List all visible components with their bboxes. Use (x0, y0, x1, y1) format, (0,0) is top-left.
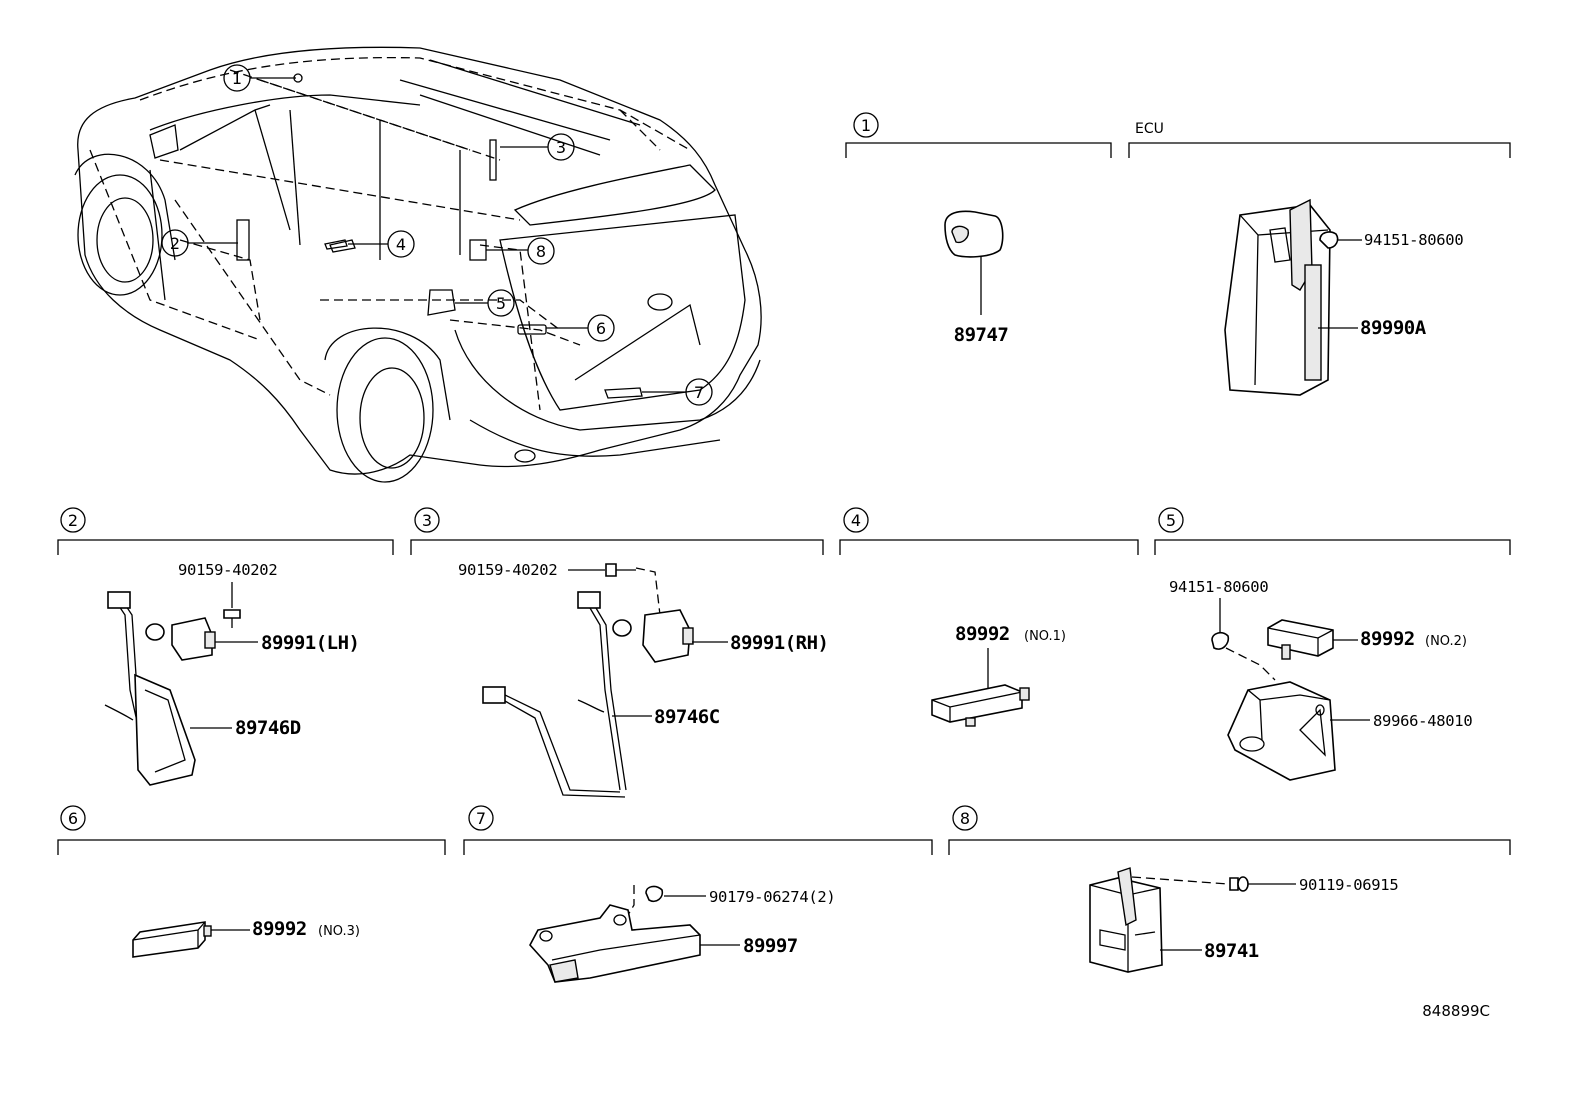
part-number-89991-rh: 89991(RH) (730, 632, 828, 654)
screw-90159-40202-lh (223, 582, 241, 628)
section-6-index: 6 (68, 809, 78, 828)
part-number-89997: 89997 (743, 935, 798, 957)
part-number-89741: 89741 (1204, 940, 1259, 962)
ecu-89990A (1224, 198, 1358, 396)
nut-90179-06274 (627, 885, 706, 916)
vehicle-callout-3: 3 (547, 133, 575, 161)
harness-89746C (482, 591, 652, 798)
section-4: 4 89992 (NO.1) (839, 507, 1139, 727)
section-2-index: 2 (68, 511, 78, 530)
part-number-90159-40202-lh: 90159-40202 (178, 561, 277, 579)
part-number-90119-06915: 90119-06915 (1299, 876, 1398, 894)
part-number-90159-40202-rh: 90159-40202 (458, 561, 557, 579)
section-8-index: 8 (960, 809, 970, 828)
part-number-94151-80600-ecu: 94151-80600 (1364, 231, 1463, 249)
nut-94151-80600-ecu (1319, 231, 1362, 249)
note-no2: (NO.2) (1425, 634, 1467, 649)
part-number-89992-no1: 89992 (955, 623, 1010, 645)
part-number-89966-48010: 89966-48010 (1373, 712, 1472, 730)
svg-text:8: 8 (536, 242, 546, 261)
part-number-94151-80600-s5: 94151-80600 (1169, 578, 1268, 596)
section-1: 1 89747 (845, 112, 1112, 346)
part-number-89992-no3: 89992 (252, 918, 307, 940)
oscillator-89991-rh (642, 609, 728, 663)
svg-text:5: 5 (496, 294, 506, 313)
part-number-89990A: 89990A (1360, 317, 1427, 339)
oscillator-89992-no3 (132, 921, 250, 958)
nut-94151-80600-s5 (1211, 598, 1276, 681)
bracket-89966-48010 (1227, 681, 1370, 781)
part-number-89746C: 89746C (654, 706, 720, 728)
ecu-title: ECU (1135, 121, 1164, 137)
part-number-89991-lh: 89991(LH) (261, 632, 359, 654)
oscillator-89997 (529, 904, 740, 983)
receiver-89741 (1089, 867, 1202, 973)
section-5-index: 5 (1166, 511, 1176, 530)
section-6: 6 89992 (NO.3) (57, 805, 446, 958)
svg-text:1: 1 (232, 69, 242, 88)
section-7-index: 7 (476, 809, 486, 828)
screw-90159-40202-rh (568, 563, 661, 616)
section-2: 2 90159-40202 89991(LH) 89746D (57, 507, 394, 786)
note-no3: (NO.3) (318, 924, 360, 939)
vehicle-callout-7: 7 (685, 378, 713, 406)
vehicle-callout-4: 4 (387, 230, 415, 258)
section-ecu: ECU 94151-80600 89990A (1128, 121, 1511, 396)
vehicle-callout-6: 6 (587, 314, 615, 342)
screw-90119-06915 (1131, 876, 1296, 892)
section-3: 3 90159-40202 89991(RH) 89746C (410, 507, 829, 798)
part-number-89992-no2: 89992 (1360, 628, 1415, 650)
oscillator-89992-no1 (931, 648, 1030, 727)
harness-89746D (104, 591, 232, 786)
section-8: 8 90119-06915 89741 (948, 805, 1511, 973)
drawing-number: 848899C (1422, 1002, 1490, 1020)
part-number-90179-06274: 90179-06274(2) (709, 888, 835, 906)
part-number-89747: 89747 (954, 324, 1009, 346)
vehicle-illustration: 1 2 3 4 5 6 7 8 (74, 46, 762, 483)
svg-text:7: 7 (694, 383, 704, 402)
vehicle-callout-2: 2 (161, 229, 189, 257)
section-4-index: 4 (851, 511, 861, 530)
vehicle-callout-1: 1 (223, 64, 251, 92)
part-number-89746D: 89746D (235, 717, 301, 739)
oscillator-89992-no2 (1267, 619, 1358, 660)
section-7: 7 90179-06274(2) 89997 (463, 805, 933, 983)
svg-text:2: 2 (170, 234, 180, 253)
vehicle-callout-5: 5 (487, 289, 515, 317)
sensor-89747 (944, 210, 1004, 315)
svg-text:4: 4 (396, 235, 406, 254)
vehicle-callout-8: 8 (527, 237, 555, 265)
oscillator-89991-lh (171, 617, 258, 661)
svg-text:6: 6 (596, 319, 606, 338)
svg-text:3: 3 (556, 138, 566, 157)
note-no1: (NO.1) (1024, 629, 1066, 644)
section-5: 5 94151-80600 89992 (NO.2) 89966-48010 (1154, 507, 1511, 781)
section-1-index: 1 (861, 116, 871, 135)
section-3-index: 3 (422, 511, 432, 530)
